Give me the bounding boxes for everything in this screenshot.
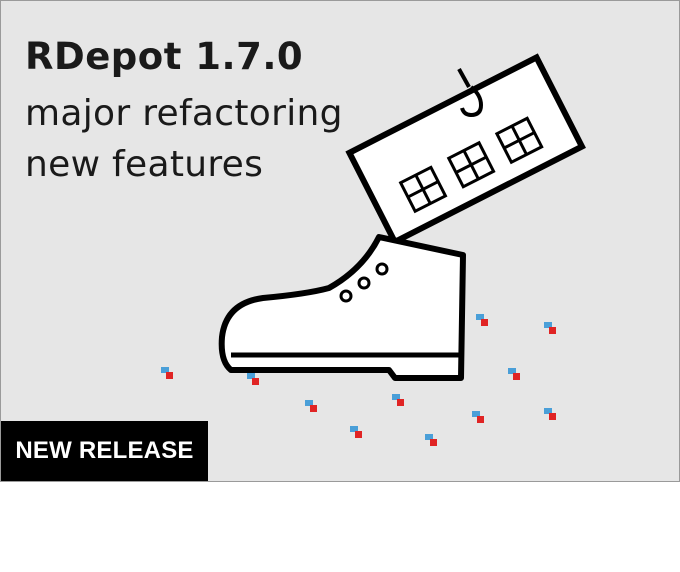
subtitle-line-1: major refactoring xyxy=(25,93,343,134)
boot-icon xyxy=(218,234,466,381)
package-cube-icon xyxy=(544,322,556,334)
boot-illustration xyxy=(161,53,586,446)
release-banner: RDepot 1.7.0 major refactoring new featu… xyxy=(0,0,680,482)
package-cube-icon xyxy=(425,434,437,446)
package-cube-icon xyxy=(305,400,317,412)
package-cube-icon xyxy=(392,394,404,406)
release-title: RDepot 1.7.0 xyxy=(25,35,304,78)
subtitle-line-2: new features xyxy=(25,144,264,185)
crane-hook-icon xyxy=(457,68,484,118)
building-icon xyxy=(345,53,586,246)
package-cube-icon xyxy=(247,373,259,385)
new-release-badge: NEW RELEASE xyxy=(1,421,208,481)
package-cube-icon xyxy=(350,426,362,438)
package-cube-icon xyxy=(544,408,556,420)
package-cube-icon xyxy=(472,411,484,423)
scattered-packages xyxy=(161,314,556,446)
package-cube-icon xyxy=(508,368,520,380)
package-cube-icon xyxy=(476,314,488,326)
package-cube-icon xyxy=(161,367,173,379)
